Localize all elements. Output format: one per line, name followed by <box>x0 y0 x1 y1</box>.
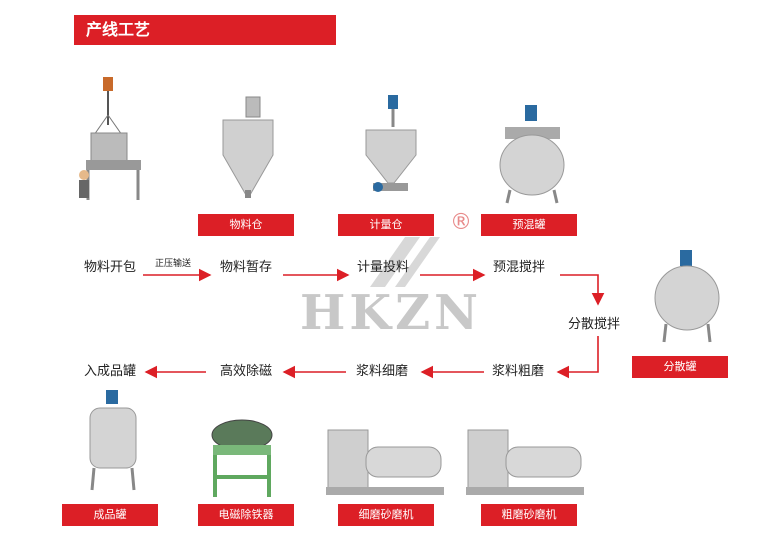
step-premixing: 预混搅拌 <box>493 260 546 275</box>
step-demagnetization: 高效除磁 <box>220 364 273 379</box>
material-silo-image <box>222 96 274 198</box>
label-finished-tank: 成品罐 <box>62 504 158 526</box>
step-temporary-storage: 物料暂存 <box>220 260 273 275</box>
step-coarse-grinding: 浆料粗磨 <box>492 364 545 379</box>
step-unpacking: 物料开包 <box>84 260 137 275</box>
watermark-logo-icon <box>370 237 440 287</box>
label-fine-mill: 细磨砂磨机 <box>338 504 434 526</box>
label-magnetic-separator: 电磁除铁器 <box>198 504 294 526</box>
coarse-sand-mill-image <box>466 429 584 495</box>
step-into-finished-tank: 入成品罐 <box>84 364 137 379</box>
label-premix-tank: 预混罐 <box>481 214 577 236</box>
finished-product-tank-image <box>89 390 137 491</box>
step-fine-grinding: 浆料细磨 <box>356 364 409 379</box>
dispersion-tank-image <box>654 250 720 343</box>
label-coarse-mill: 粗磨砂磨机 <box>481 504 577 526</box>
unpacking-station-image <box>79 77 141 200</box>
label-metering-silo: 计量仓 <box>338 214 434 236</box>
registered-mark-icon: ® <box>450 210 472 235</box>
page-title: 产线工艺 <box>74 15 336 45</box>
step-dispersion: 分散搅拌 <box>568 317 621 332</box>
metering-silo-image <box>365 95 417 192</box>
step-metering-feeding: 计量投料 <box>357 260 410 275</box>
magnetic-separator-image <box>211 419 273 497</box>
step-pressure-conveying: 正压输送 <box>155 259 192 269</box>
watermark-text: HKZN <box>300 285 482 341</box>
fine-sand-mill-image <box>326 429 444 495</box>
premix-tank-image <box>499 105 565 204</box>
label-dispersion-tank: 分散罐 <box>632 356 728 378</box>
label-material-silo: 物料仓 <box>198 214 294 236</box>
